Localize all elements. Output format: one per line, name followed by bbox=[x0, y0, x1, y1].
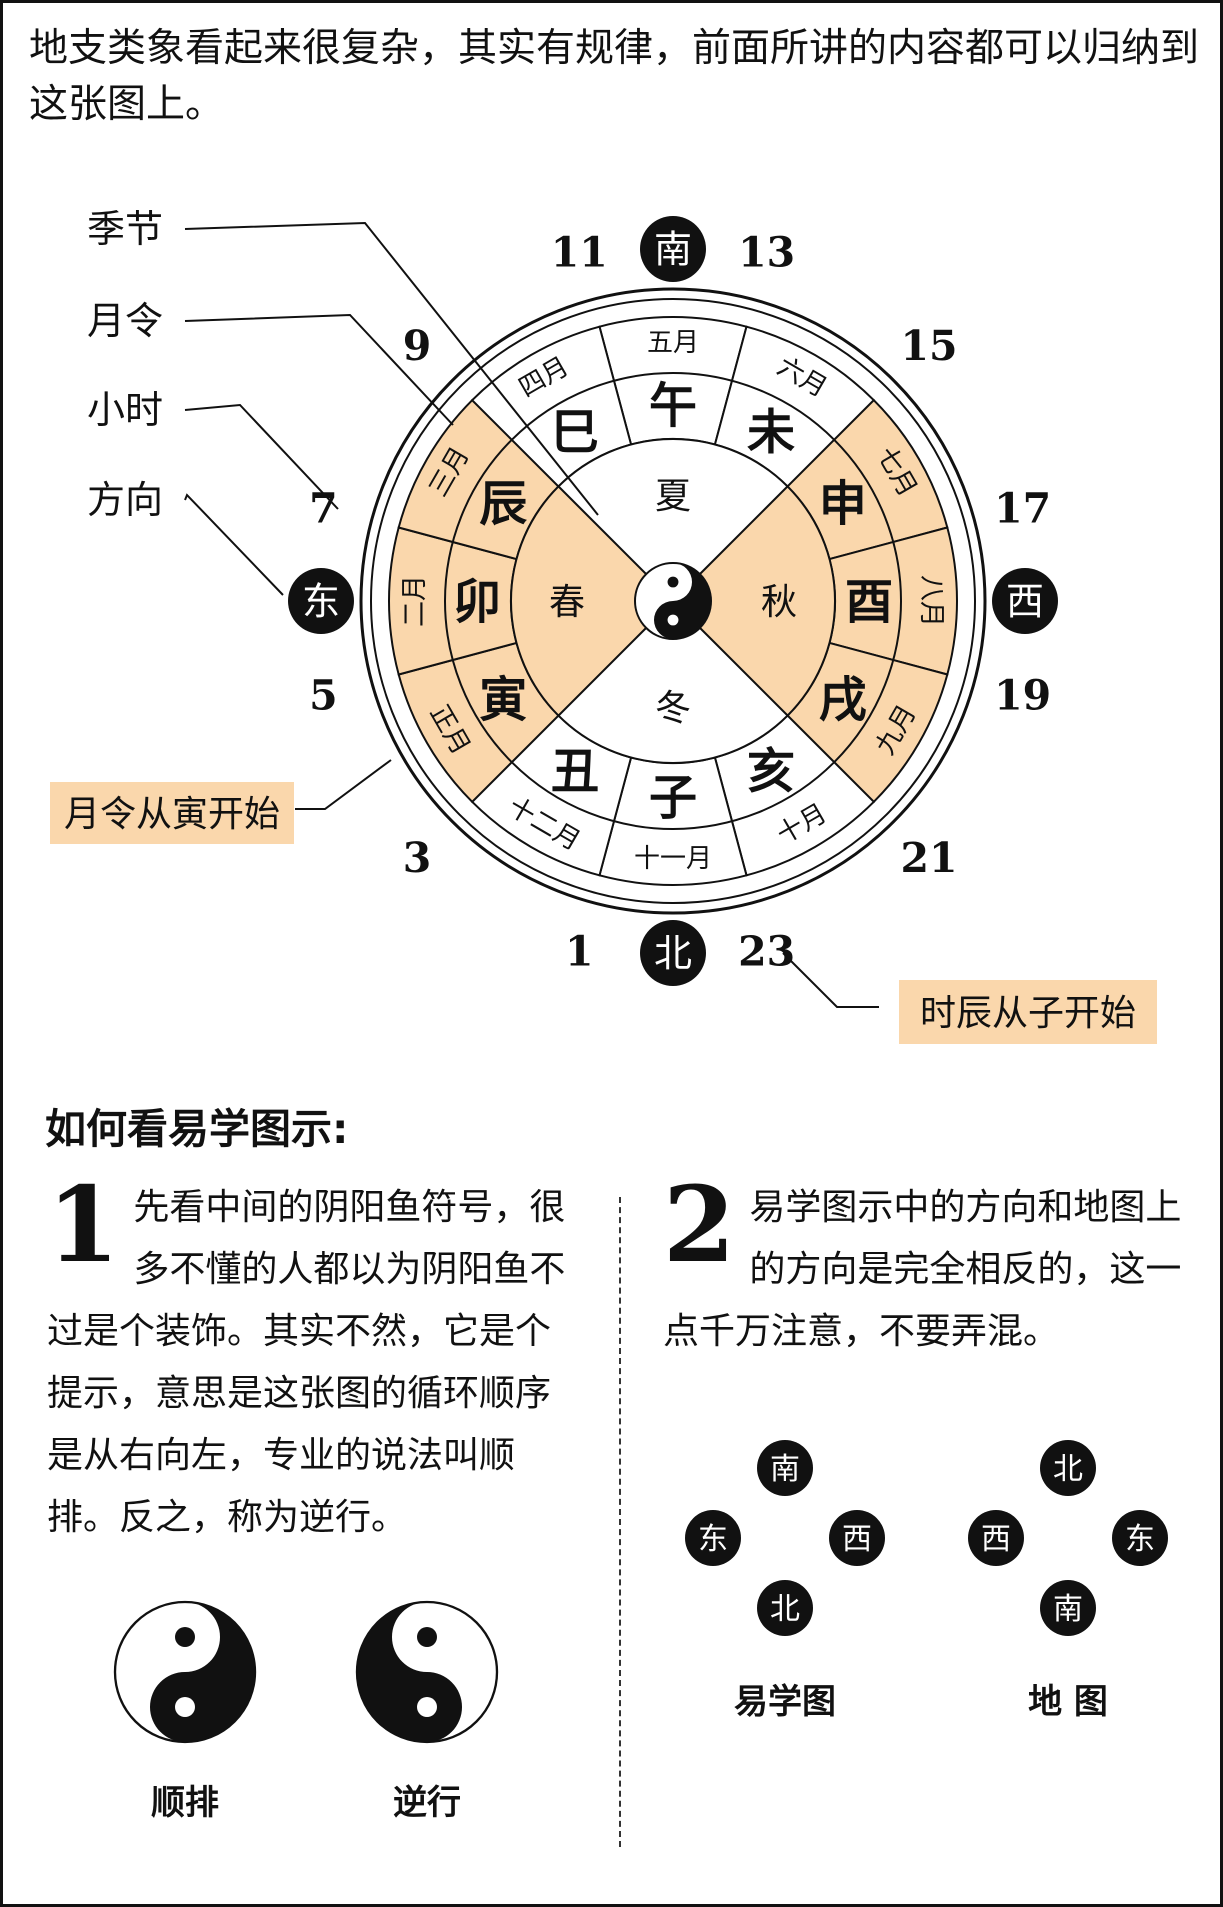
callout-hour-start: 时辰从子开始 bbox=[782, 952, 1157, 1044]
svg-text:北: 北 bbox=[1053, 1452, 1083, 1487]
branch-label: 辰 bbox=[479, 476, 527, 532]
earthly-branch-wheel-diagram: 夏秋冬春午五月未六月申七月酉八月戌九月亥十月子十一月丑十二月寅正月卯二月辰三月巳… bbox=[50, 207, 1157, 1044]
svg-text:东: 东 bbox=[302, 580, 340, 624]
svg-text:南: 南 bbox=[1053, 1592, 1083, 1627]
hour-label: 13 bbox=[738, 228, 795, 276]
svg-text:北: 北 bbox=[770, 1592, 800, 1627]
legend-leader-line bbox=[184, 493, 284, 596]
branch-label: 申 bbox=[819, 476, 867, 532]
svg-text:西: 西 bbox=[1006, 580, 1044, 624]
direction-right-icon: 西 bbox=[992, 568, 1058, 634]
branch-label: 亥 bbox=[747, 744, 795, 800]
month-label: 十一月 bbox=[634, 844, 712, 874]
svg-text:北: 北 bbox=[654, 932, 692, 976]
compass-bottom-icon: 北 bbox=[757, 1580, 813, 1636]
legend-leader-line bbox=[184, 313, 454, 426]
legend-label: 方向 bbox=[87, 478, 163, 522]
hour-label: 1 bbox=[565, 928, 594, 976]
compass-bottom-icon: 南 bbox=[1040, 1580, 1096, 1636]
season-label: 春 bbox=[549, 582, 585, 623]
compass-example: 南北 东 西 bbox=[685, 1440, 885, 1636]
month-label: 五月 bbox=[647, 328, 699, 358]
legend-leader-line bbox=[184, 221, 599, 516]
month-ring-boundary bbox=[444, 372, 902, 830]
branch-label: 午 bbox=[649, 378, 697, 434]
hour-label: 19 bbox=[994, 672, 1051, 720]
svg-text:南: 南 bbox=[654, 228, 692, 272]
legend-label: 月令 bbox=[87, 299, 163, 343]
branch-label: 戌 bbox=[819, 672, 867, 728]
compass-caption: 易学图 bbox=[734, 1682, 836, 1722]
yin-yang-forward-icon bbox=[113, 1600, 257, 1744]
outer-ring-inner bbox=[370, 298, 976, 904]
hour-label: 9 bbox=[403, 322, 432, 370]
point-2-number: 2 bbox=[663, 1163, 736, 1286]
legend-label: 季节 bbox=[87, 207, 163, 251]
branch-label: 未 bbox=[747, 404, 795, 460]
hour-label: 5 bbox=[309, 672, 338, 720]
compass-right-icon: 东 bbox=[1112, 1510, 1168, 1566]
season-quadrant bbox=[510, 485, 675, 717]
legend-label: 小时 bbox=[87, 388, 163, 432]
yin-yang-icon bbox=[634, 562, 712, 640]
season-label: 夏 bbox=[655, 476, 691, 517]
outer-ring bbox=[359, 287, 987, 915]
branch-label: 寅 bbox=[479, 672, 527, 728]
svg-text:西: 西 bbox=[981, 1522, 1011, 1557]
compass-example: 北南 西 东 bbox=[968, 1440, 1168, 1636]
hour-label: 21 bbox=[900, 834, 957, 882]
compass-right-icon: 西 bbox=[829, 1510, 885, 1566]
svg-text:东: 东 bbox=[1125, 1522, 1155, 1557]
month-label: 二月 bbox=[400, 575, 430, 627]
season-quadrant bbox=[557, 438, 789, 603]
intro-text: 地支类象看起来很复杂，其实有规律，前面所讲的内容都可以归纳到这张图上。 bbox=[29, 26, 1200, 127]
hour-label: 23 bbox=[738, 928, 795, 976]
svg-text:月令从寅开始: 月令从寅开始 bbox=[64, 794, 280, 835]
compass-caption: 地 图 bbox=[1028, 1682, 1108, 1722]
point-1: 1 先看中间的阴阳鱼符号，很多不懂的人都以为阴阳鱼不过是个装饰。其实不然，它是个… bbox=[47, 1163, 567, 1549]
point-2-text: 易学图示中的方向和地图上的方向是完全相反的，这一点千万注意，不要弄混。 bbox=[663, 1187, 1182, 1352]
direction-bottom-icon: 北 bbox=[640, 920, 706, 986]
season-quadrant bbox=[671, 485, 836, 717]
compass-left-icon: 西 bbox=[968, 1510, 1024, 1566]
hour-label: 17 bbox=[994, 484, 1051, 532]
direction-left-icon: 东 bbox=[288, 568, 354, 634]
season-label: 秋 bbox=[761, 582, 797, 623]
season-label: 冬 bbox=[655, 688, 691, 729]
point-1-text: 先看中间的阴阳鱼符号，很多不懂的人都以为阴阳鱼不过是个装饰。其实不然，它是个提示… bbox=[47, 1187, 566, 1538]
yin-yang-caption: 逆行 bbox=[393, 1783, 461, 1823]
callout-month-start: 月令从寅开始 bbox=[50, 759, 392, 844]
point-1-number: 1 bbox=[47, 1163, 120, 1286]
hour-label: 3 bbox=[403, 834, 432, 882]
compass-top-icon: 北 bbox=[1040, 1440, 1096, 1496]
branch-label: 酉 bbox=[845, 574, 893, 630]
branch-label: 卯 bbox=[453, 574, 501, 630]
direction-top-icon: 南 bbox=[640, 216, 706, 282]
svg-text:时辰从子开始: 时辰从子开始 bbox=[920, 993, 1136, 1034]
svg-text:南: 南 bbox=[770, 1452, 800, 1487]
hour-label: 15 bbox=[900, 322, 957, 370]
svg-text:东: 东 bbox=[698, 1522, 728, 1557]
branch-label: 巳 bbox=[551, 404, 599, 460]
branch-label: 丑 bbox=[551, 744, 599, 800]
point-2: 2 易学图示中的方向和地图上的方向是完全相反的，这一点千万注意，不要弄混。 bbox=[663, 1163, 1193, 1363]
compass-top-icon: 南 bbox=[757, 1440, 813, 1496]
hour-label: 7 bbox=[309, 484, 338, 532]
legend-leader-line bbox=[184, 403, 339, 510]
branch-label: 子 bbox=[649, 770, 697, 826]
compass-left-icon: 东 bbox=[685, 1510, 741, 1566]
hour-label: 11 bbox=[551, 228, 608, 276]
section-title: 如何看易学图示: bbox=[45, 1105, 349, 1153]
yin-yang-caption: 顺排 bbox=[151, 1783, 219, 1823]
svg-text:西: 西 bbox=[842, 1522, 872, 1557]
yin-yang-reverse-icon bbox=[355, 1600, 499, 1744]
month-label: 八月 bbox=[916, 575, 946, 627]
season-quadrant bbox=[557, 599, 789, 764]
column-divider bbox=[619, 1197, 621, 1847]
